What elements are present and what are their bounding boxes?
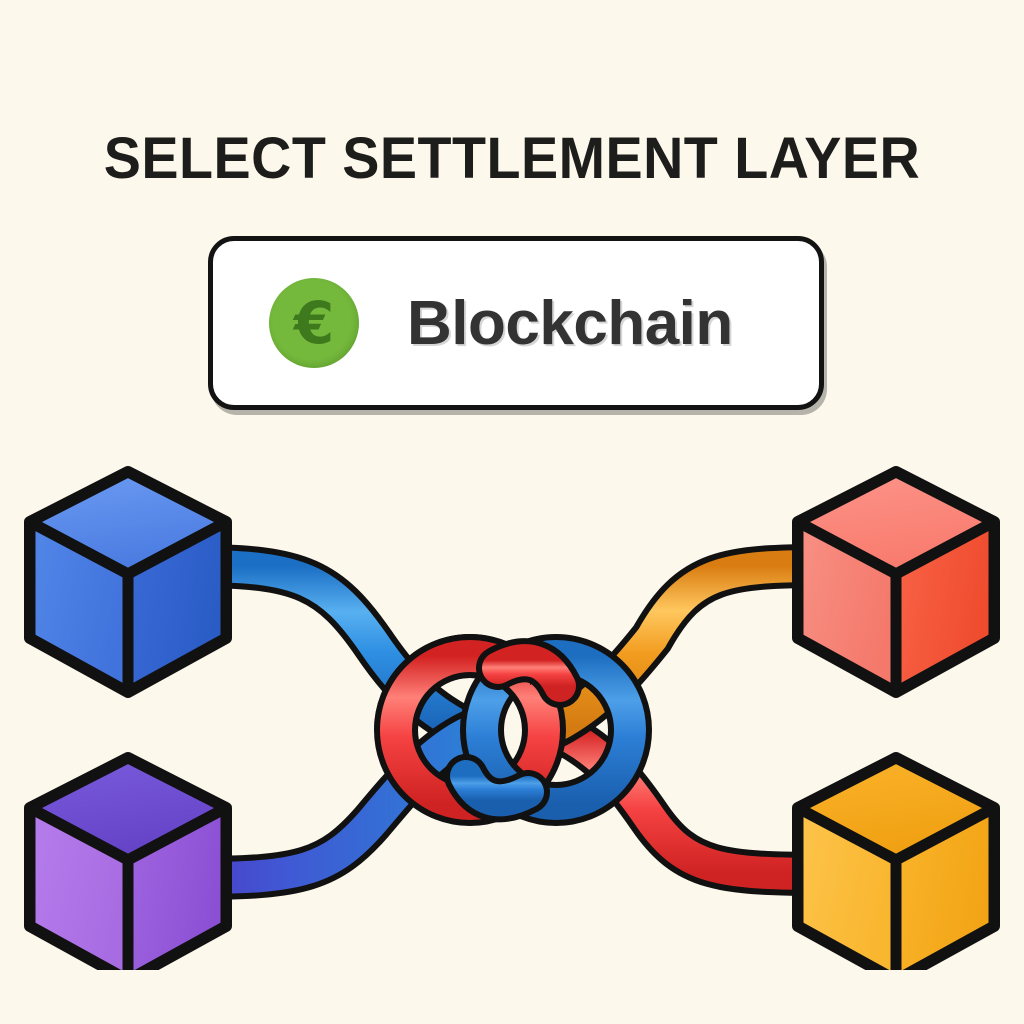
- link-orange: [534, 544, 850, 748]
- node-cube-blue[interactable]: [24, 466, 232, 698]
- blockchain-network-diagram: [0, 430, 1024, 970]
- link-blue: [174, 544, 490, 752]
- page-title: SELECT SETTLEMENT LAYER: [103, 125, 921, 191]
- settlement-layer-value: Blockchain: [407, 288, 733, 358]
- euro-coin-icon: €: [269, 278, 359, 368]
- diagram-layer: [24, 466, 1000, 970]
- link-tubes: [174, 544, 850, 900]
- node-cube-amber[interactable]: [792, 752, 1000, 970]
- node-cube-purple[interactable]: [24, 752, 232, 970]
- center-chain-knot: [374, 634, 652, 826]
- settlement-layer-selector[interactable]: € Blockchain: [208, 236, 824, 410]
- link-red: [534, 708, 850, 896]
- node-cube-coral[interactable]: [792, 466, 1000, 698]
- link-purple-blue: [174, 710, 492, 900]
